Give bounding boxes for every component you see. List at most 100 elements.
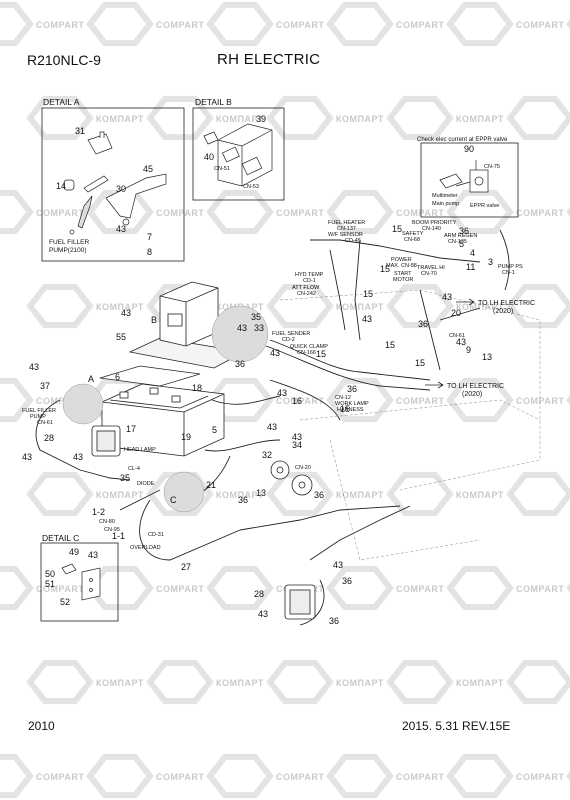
watermark-text: COMPART [156, 772, 204, 782]
multimeter-label: Multimeter [432, 193, 458, 199]
connector-label: MAX. CN-88 [386, 263, 417, 269]
watermark-logo: КОМПАРТ [506, 283, 570, 329]
part-callout: 33 [254, 323, 264, 333]
detail-b-controller [203, 123, 273, 187]
watermark-logo: КОМПАРТ [386, 659, 504, 705]
part-callout: 5 [212, 425, 217, 435]
connector-label: CN-70 [421, 271, 437, 277]
part-callout: 30 [116, 184, 126, 194]
part-callout: 52 [60, 597, 70, 607]
part-callout: 50 [45, 569, 55, 579]
watermark-text: COMPART [396, 772, 444, 782]
watermark-text: COMPART [156, 208, 204, 218]
watermark-logo: КОМПАРТ [266, 283, 383, 329]
connector-label: OVERLOAD [130, 545, 161, 551]
horns [270, 460, 313, 496]
connector-label: CN-137 [337, 226, 356, 232]
watermark-logo: COMPART [446, 1, 564, 47]
watermark-text: КОМПАРТ [456, 490, 504, 500]
part-callout: 16 [292, 396, 302, 406]
main-controller [128, 281, 246, 369]
part-callout: 43 [292, 432, 302, 442]
detail-c-title: DETAIL C [42, 533, 79, 543]
detail-c-box [40, 542, 119, 622]
watermark-logo: КОМПАРТ [386, 471, 504, 517]
connector-label: CL-4 [128, 466, 140, 472]
watermark-logo: КОМПАРТ [386, 95, 503, 141]
part-callout: 43 [22, 452, 32, 462]
part-callout: 35 [120, 473, 130, 483]
part-callout: 43 [442, 292, 452, 302]
watermark-logo: COMPART [326, 1, 444, 47]
watermark-logo: COMPART [206, 377, 324, 423]
arrow-target-code: (2020) [462, 391, 482, 398]
part-callout: 49 [69, 547, 79, 557]
connector-label: CN-80 [99, 519, 115, 525]
part-callout: 51 [45, 579, 55, 589]
watermark-logo: COMPART [0, 753, 84, 799]
detail-a-box [41, 107, 185, 262]
watermark-text: COMPART [516, 208, 564, 218]
watermark-text: COMPART [276, 396, 324, 406]
watermark-text: КОМПАРТ [456, 678, 504, 688]
watermark-logo: COMPART [326, 753, 444, 799]
part-callout: 9 [466, 345, 471, 355]
arrow-icon [456, 298, 475, 306]
head-lamp-left [91, 425, 121, 457]
watermark-logo: COMPART [206, 1, 324, 47]
connector-label: HYD TEMP [295, 272, 324, 278]
part-callout: 15 [392, 224, 402, 234]
battery-box [99, 365, 201, 387]
part-callout: 21 [206, 480, 216, 490]
watermark-text: КОМПАРТ [216, 678, 264, 688]
connector-label: PUMP PS [498, 264, 523, 270]
connector-label: CN-135 [448, 239, 467, 245]
connector-label: DIODE [137, 481, 155, 487]
watermark-logo: COMPART [206, 189, 324, 235]
watermark-logo: КОМПАРТ [266, 95, 383, 141]
page-title: RH ELECTRIC [217, 51, 321, 68]
part-callout: 5 [459, 239, 464, 249]
detail-a-title: DETAIL A [43, 97, 80, 107]
connector-label: CN-61 [37, 420, 53, 426]
watermark-logo: КОМПАРТ [386, 283, 503, 329]
connector-label: CN-68 [404, 237, 420, 243]
watermark-logo: COMPART [86, 565, 204, 611]
connector-label: CN-53 [243, 184, 259, 190]
part-callout: 90 [464, 144, 474, 154]
part-callout: 34 [292, 440, 302, 450]
watermark-text: COMPART [276, 208, 324, 218]
arrow-target-label: TO LH ELECTRIC [478, 300, 535, 307]
part-callout: 39 [256, 114, 266, 124]
connector-label: CD-31 [148, 532, 164, 538]
part-callout: 36 [459, 226, 469, 236]
watermark-logo: КОМПАРТ [506, 659, 570, 705]
part-callout: 13 [256, 488, 266, 498]
watermark-logo: КОМПАРТ [26, 95, 143, 141]
part-callout: 36 [418, 319, 428, 329]
main-pump-label: Main pump [432, 201, 459, 207]
part-callout: 20 [451, 308, 461, 318]
connector-label: CN-12 [335, 395, 351, 401]
part-callout: 11 [466, 262, 475, 272]
part-callout: 28 [254, 589, 264, 599]
part-callout: 36 [235, 359, 245, 369]
watermark-text: COMPART [36, 584, 84, 594]
part-callout: 43 [362, 314, 372, 324]
connector-label: PUMP [30, 414, 46, 420]
watermark-text: COMPART [156, 20, 204, 30]
connector-label: CN-166 [297, 350, 316, 356]
connector-label: CN-140 [422, 226, 441, 232]
watermark-text: КОМПАРТ [96, 490, 144, 500]
part-callout: 15 [415, 358, 425, 368]
arrow-target-code: (2020) [493, 308, 513, 315]
part-callout: 7 [147, 232, 152, 242]
connector-label: CN-1 [502, 270, 515, 276]
watermark-text: COMPART [36, 20, 84, 30]
part-callout: 31 [75, 126, 85, 136]
part-callout: 19 [181, 432, 191, 442]
part-callout: 55 [116, 332, 126, 342]
watermark-text: COMPART [396, 20, 444, 30]
part-callout: 15 [363, 289, 373, 299]
part-callout: 4 [470, 248, 475, 258]
